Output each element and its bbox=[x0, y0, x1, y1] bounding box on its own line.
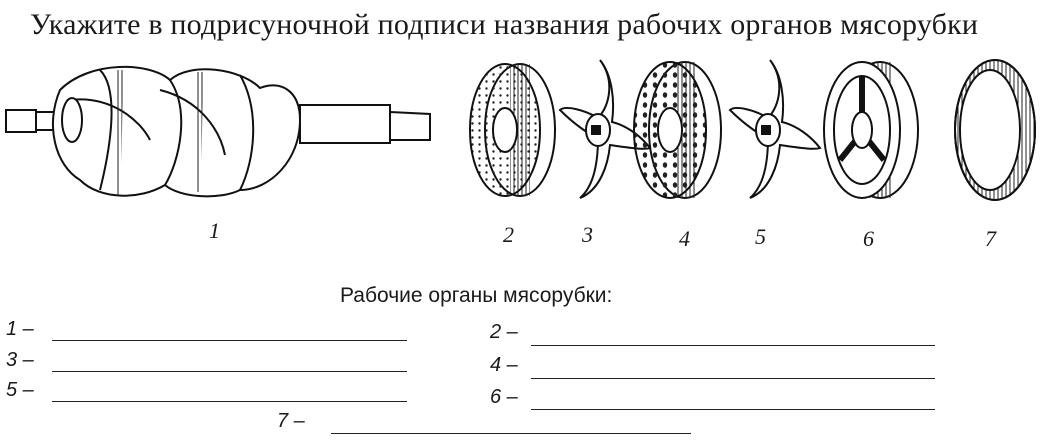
row-label-2: 2 – bbox=[490, 321, 518, 343]
row-label-4: 4 – bbox=[490, 354, 518, 376]
auger-shaft-icon bbox=[5, 65, 431, 198]
answer-line-5[interactable] bbox=[52, 401, 407, 402]
row-label-6: 6 – bbox=[490, 386, 518, 408]
coarse-grate-disc-icon bbox=[633, 61, 722, 199]
answer-line-2[interactable] bbox=[531, 345, 935, 346]
answer-line-4[interactable] bbox=[531, 378, 935, 379]
part-number-1: 1 bbox=[209, 218, 220, 243]
part-number-6: 6 bbox=[863, 226, 874, 251]
fine-grate-disc-icon bbox=[469, 63, 556, 197]
answer-line-1[interactable] bbox=[52, 340, 407, 341]
part-number-3: 3 bbox=[582, 222, 593, 247]
row-label-3: 3 – bbox=[6, 349, 34, 371]
row-label-7: 7 – bbox=[277, 410, 305, 432]
part-number-4: 4 bbox=[679, 226, 690, 251]
part-number-5: 5 bbox=[755, 224, 766, 249]
row-label-5: 5 – bbox=[6, 379, 34, 401]
cross-knife-icon bbox=[558, 59, 652, 199]
answer-line-6[interactable] bbox=[531, 409, 935, 410]
page-title: Укажите в подрисуночной подписи названия… bbox=[30, 8, 979, 41]
spoked-grate-icon bbox=[823, 61, 919, 199]
part-number-2: 2 bbox=[503, 222, 514, 247]
worksheet-heading: Рабочие органы мясорубки: bbox=[340, 284, 613, 307]
cross-knife-icon-2 bbox=[728, 59, 822, 199]
row-label-1: 1 – bbox=[6, 318, 34, 340]
answer-line-3[interactable] bbox=[52, 371, 407, 372]
answer-line-7[interactable] bbox=[331, 433, 691, 434]
parts-illustration bbox=[5, 59, 1036, 201]
part-number-7: 7 bbox=[985, 226, 996, 251]
retaining-ring-icon bbox=[954, 59, 1036, 201]
